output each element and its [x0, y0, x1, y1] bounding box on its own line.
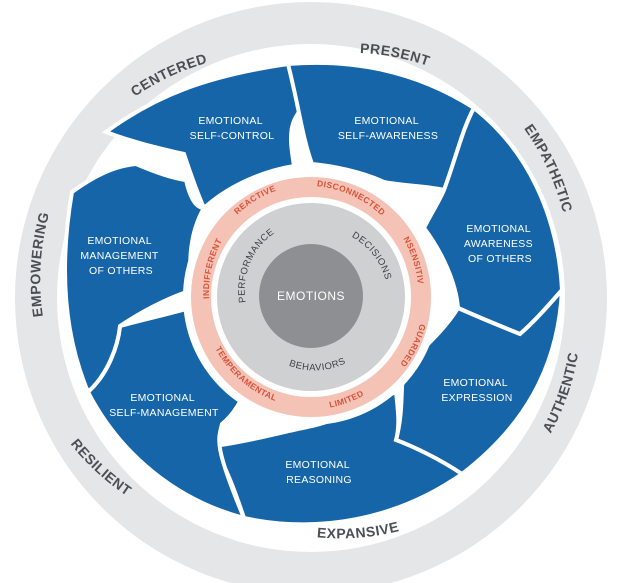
label-expression: EMOTIONAL EXPRESSION — [441, 377, 512, 404]
label-awareness-of-others: EMOTIONAL AWARENESS OF OTHERS — [464, 223, 536, 265]
label-reasoning: EMOTIONAL REASONING — [285, 459, 352, 486]
segment-management-of-others[interactable] — [62, 161, 208, 396]
label-self-awareness: EMOTIONAL SELF-AWARENESS — [338, 115, 438, 142]
segment-self-awareness[interactable] — [285, 60, 477, 193]
label-management-of-others: EMOTIONAL MANAGEMENT OF OTHERS — [80, 235, 161, 277]
segment-reasoning[interactable] — [210, 389, 466, 527]
segment-self-control[interactable] — [101, 61, 313, 212]
label-self-management: EMOTIONAL SELF-MANAGEMENT — [109, 392, 219, 419]
center-label: EMOTIONS — [277, 289, 345, 303]
segments — [62, 60, 565, 527]
label-self-control: EMOTIONAL SELF-CONTROL — [190, 115, 275, 142]
segment-labels: EMOTIONAL SELF-CONTROL EMOTIONAL SELF-AW… — [80, 115, 536, 486]
center-circle — [259, 244, 363, 348]
